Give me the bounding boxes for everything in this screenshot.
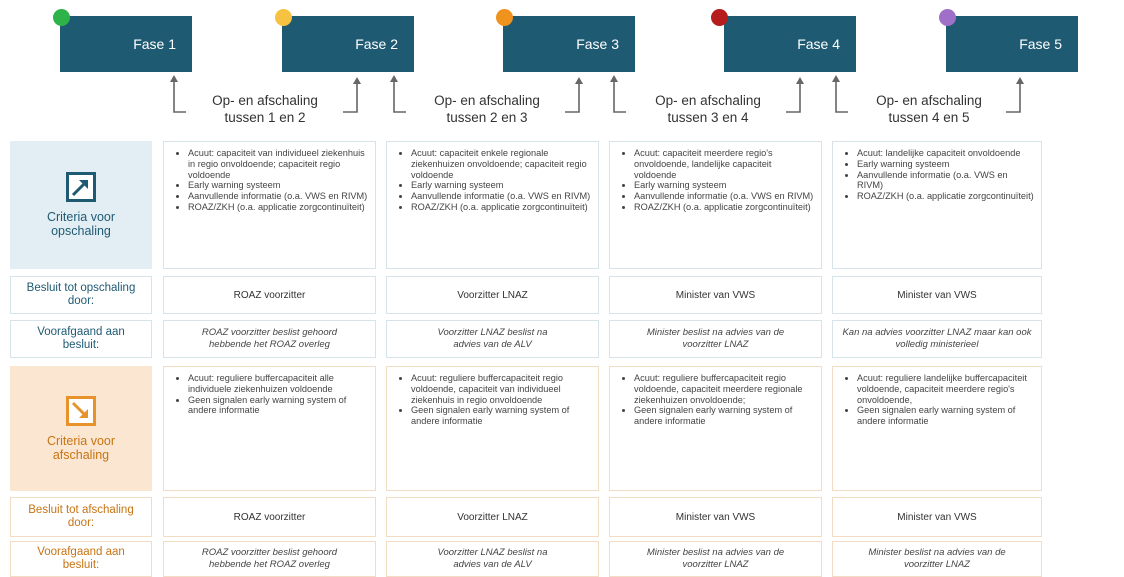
- prior-up-cell-1: ROAZ voorzitter beslist gehoord hebbende…: [163, 320, 376, 358]
- phase-5-bar: Fase 5: [946, 16, 1078, 72]
- phase-1-label: Fase 1: [133, 36, 176, 52]
- phase-3-label: Fase 3: [576, 36, 619, 52]
- decision-up-cell-2: Voorzitter LNAZ: [386, 276, 599, 314]
- phase-5-status-dot: [939, 9, 956, 26]
- phase-4-status-dot: [711, 9, 728, 26]
- phase-4-bar: Fase 4: [724, 16, 856, 72]
- decision-down-cell-1: ROAZ voorzitter: [163, 497, 376, 537]
- criteria-up-label: Criteria voor opschaling: [10, 141, 152, 269]
- criteria-up-cell-4: Acuut: landelijke capaciteit onvoldoende…: [832, 141, 1042, 269]
- prior-up-cell-2: Voorzitter LNAZ beslist na advies van de…: [386, 320, 599, 358]
- decision-up-cell-1: ROAZ voorzitter: [163, 276, 376, 314]
- prior-down-label: Voorafgaand aan besluit:: [10, 541, 152, 577]
- decision-down-cell-2: Voorzitter LNAZ: [386, 497, 599, 537]
- prior-down-cell-1: ROAZ voorzitter beslist gehoord hebbende…: [163, 541, 376, 577]
- decision-down-cell-4: Minister van VWS: [832, 497, 1042, 537]
- criteria-up-cell-3: Acuut: capaciteit meerdere regio's onvol…: [609, 141, 822, 269]
- decision-up-label: Besluit tot opschaling door:: [10, 276, 152, 314]
- prior-up-cell-3: Minister beslist na advies van de voorzi…: [609, 320, 822, 358]
- criteria-down-cell-4: Acuut: reguliere landelijke buffercapaci…: [832, 366, 1042, 491]
- phase-1-status-dot: [53, 9, 70, 26]
- prior-down-cell-2: Voorzitter LNAZ beslist na advies van de…: [386, 541, 599, 577]
- phase-2-status-dot: [275, 9, 292, 26]
- phase-2-bar: Fase 2: [282, 16, 414, 72]
- criteria-down-cell-3: Acuut: reguliere buffercapaciteit regio …: [609, 366, 822, 491]
- arrow-up-right-icon: [66, 172, 96, 202]
- criteria-down-label: Criteria voor afschaling: [10, 366, 152, 491]
- decision-down-cell-3: Minister van VWS: [609, 497, 822, 537]
- prior-down-cell-4: Minister beslist na advies van de voorzi…: [832, 541, 1042, 577]
- phase-5-label: Fase 5: [1019, 36, 1062, 52]
- decision-up-cell-3: Minister van VWS: [609, 276, 822, 314]
- criteria-up-cell-1: Acuut: capaciteit van individueel zieken…: [163, 141, 376, 269]
- prior-up-label: Voorafgaand aan besluit:: [10, 320, 152, 358]
- prior-down-cell-3: Minister beslist na advies van de voorzi…: [609, 541, 822, 577]
- decision-down-label: Besluit tot afschaling door:: [10, 497, 152, 537]
- phase-2-label: Fase 2: [355, 36, 398, 52]
- criteria-down-cell-2: Acuut: reguliere buffercapaciteit regio …: [386, 366, 599, 491]
- phase-4-label: Fase 4: [797, 36, 840, 52]
- criteria-down-cell-1: Acuut: reguliere buffercapaciteit alle i…: [163, 366, 376, 491]
- decision-up-cell-4: Minister van VWS: [832, 276, 1042, 314]
- phase-3-bar: Fase 3: [503, 16, 635, 72]
- criteria-up-cell-2: Acuut: capaciteit enkele regionale zieke…: [386, 141, 599, 269]
- prior-up-cell-4: Kan na advies voorzitter LNAZ maar kan o…: [832, 320, 1042, 358]
- phase-1-bar: Fase 1: [60, 16, 192, 72]
- phase-3-status-dot: [496, 9, 513, 26]
- arrow-down-right-icon: [66, 395, 96, 426]
